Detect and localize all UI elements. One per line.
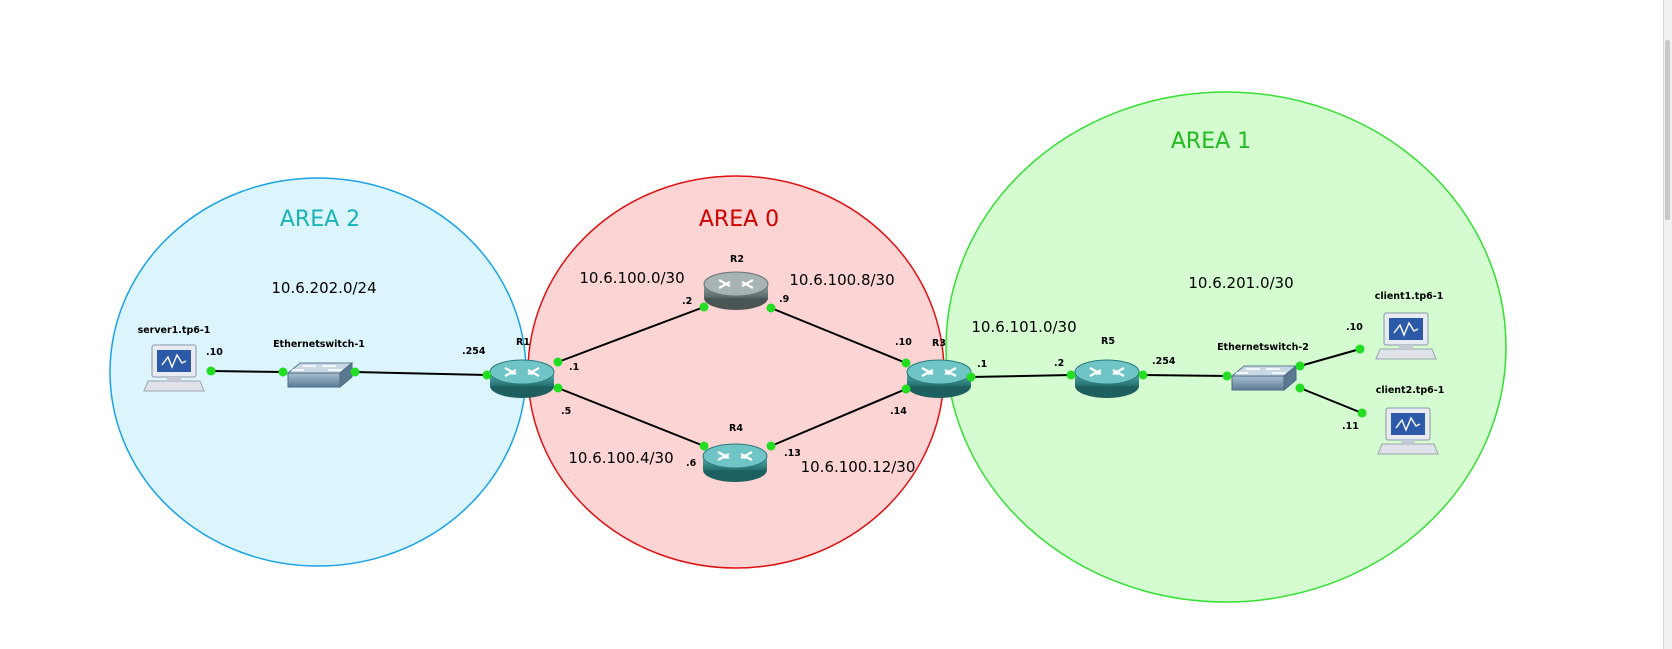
- port-label-client1: .10: [1346, 322, 1363, 333]
- link-r2-r3[interactable]: [770, 307, 907, 364]
- port-label-r1-lan: .254: [462, 346, 486, 357]
- links-group: [210, 306, 1363, 447]
- area-2-title: AREA 2: [280, 207, 360, 232]
- link-switch2-client2[interactable]: [1299, 387, 1363, 414]
- computer-icon: [143, 344, 205, 392]
- area-1-subnet-label: 10.6.201.0/30: [1188, 274, 1293, 292]
- router-r3[interactable]: [905, 358, 973, 400]
- port-label-r3-r4: .14: [890, 406, 907, 417]
- link-r3-r5[interactable]: [970, 374, 1072, 378]
- port-label-r5-r3: .2: [1054, 358, 1064, 369]
- subnet-label-r1-r2: 10.6.100.0/30: [579, 269, 684, 287]
- subnet-label-r2-r3: 10.6.100.8/30: [789, 271, 894, 289]
- switch2-device[interactable]: [1231, 365, 1297, 391]
- switch2-label: Ethernetswitch-2: [1217, 342, 1309, 353]
- port-dot[interactable]: [699, 441, 709, 451]
- port-dot[interactable]: [482, 370, 492, 380]
- link-switch2-client1[interactable]: [1299, 348, 1361, 367]
- port-dot[interactable]: [966, 372, 976, 382]
- client1-device[interactable]: [1375, 312, 1437, 360]
- router-r1[interactable]: [488, 358, 556, 400]
- router-icon: [701, 442, 769, 484]
- port-label-r2-r1: .2: [682, 296, 692, 307]
- router-r2[interactable]: [702, 270, 770, 312]
- port-label-r1-r4: .5: [561, 406, 571, 417]
- link-r4-r3[interactable]: [770, 388, 907, 447]
- r1-label: R1: [516, 337, 530, 348]
- link-r1-r4[interactable]: [557, 387, 705, 447]
- switch1-device[interactable]: [287, 362, 353, 388]
- port-label-server1: .10: [206, 347, 223, 358]
- vertical-scrollbar[interactable]: [1663, 0, 1672, 649]
- port-dot[interactable]: [1357, 408, 1367, 418]
- port-dot[interactable]: [1355, 344, 1365, 354]
- port-dot[interactable]: [699, 302, 709, 312]
- link-r5-switch2[interactable]: [1142, 374, 1228, 377]
- port-dot[interactable]: [278, 367, 288, 377]
- area-1-zone: AREA 1 10.6.201.0/30: [945, 91, 1507, 603]
- r3-label: R3: [932, 338, 946, 349]
- area-0-title: AREA 0: [699, 207, 779, 232]
- switch-icon: [1231, 365, 1297, 391]
- port-label-r3-r2: .10: [895, 337, 912, 348]
- server1-device[interactable]: [143, 344, 205, 392]
- port-dot[interactable]: [766, 303, 776, 313]
- router-icon: [1073, 358, 1141, 400]
- router-icon: [702, 270, 770, 312]
- port-dot[interactable]: [1138, 370, 1148, 380]
- port-label-r5-lan: .254: [1152, 356, 1176, 367]
- server1-label: server1.tp6-1: [138, 325, 211, 336]
- port-dot[interactable]: [901, 384, 911, 394]
- port-label-r4-r1: .6: [686, 458, 697, 469]
- link-r1-r2[interactable]: [557, 306, 705, 363]
- area-2-subnet-label: 10.6.202.0/24: [271, 279, 376, 297]
- subnet-label-r3-r5: 10.6.101.0/30: [971, 318, 1076, 336]
- client1-label: client1.tp6-1: [1375, 291, 1444, 302]
- port-label-r4-r3: .13: [784, 448, 801, 459]
- computer-icon: [1377, 407, 1439, 455]
- link-server1-switch1[interactable]: [210, 370, 284, 373]
- router-icon: [905, 358, 973, 400]
- port-dot[interactable]: [206, 366, 216, 376]
- port-label-r3-r5: .1: [977, 359, 987, 370]
- port-dot[interactable]: [766, 441, 776, 451]
- area-1-title: AREA 1: [1171, 129, 1251, 154]
- port-label-r2-r3: .9: [779, 294, 789, 305]
- client2-label: client2.tp6-1: [1376, 385, 1445, 396]
- port-dots-group: [206, 302, 1367, 451]
- r4-label: R4: [729, 423, 743, 434]
- r5-label: R5: [1101, 336, 1115, 347]
- port-dot[interactable]: [553, 383, 563, 393]
- switch-icon: [287, 362, 353, 388]
- router-r5[interactable]: [1073, 358, 1141, 400]
- router-r4[interactable]: [701, 442, 769, 484]
- port-dot[interactable]: [1295, 383, 1305, 393]
- scrollbar-thumb[interactable]: [1665, 40, 1670, 220]
- port-dot[interactable]: [1066, 370, 1076, 380]
- computer-icon: [1375, 312, 1437, 360]
- port-dot[interactable]: [350, 367, 360, 377]
- client2-device[interactable]: [1377, 407, 1439, 455]
- subnet-label-r4-r3: 10.6.100.12/30: [801, 458, 916, 476]
- port-label-client2: .11: [1342, 421, 1359, 432]
- port-dot[interactable]: [1222, 371, 1232, 381]
- subnet-label-r1-r4: 10.6.100.4/30: [568, 449, 673, 467]
- router-icon: [488, 358, 556, 400]
- area-0-zone: AREA 0: [527, 175, 945, 569]
- port-label-r1-r2: .1: [569, 362, 579, 373]
- r2-label: R2: [730, 254, 744, 265]
- switch1-label: Ethernetswitch-1: [273, 339, 365, 350]
- port-dot[interactable]: [553, 357, 563, 367]
- port-dot[interactable]: [1295, 361, 1305, 371]
- port-dot[interactable]: [901, 358, 911, 368]
- link-switch1-r1[interactable]: [354, 371, 488, 376]
